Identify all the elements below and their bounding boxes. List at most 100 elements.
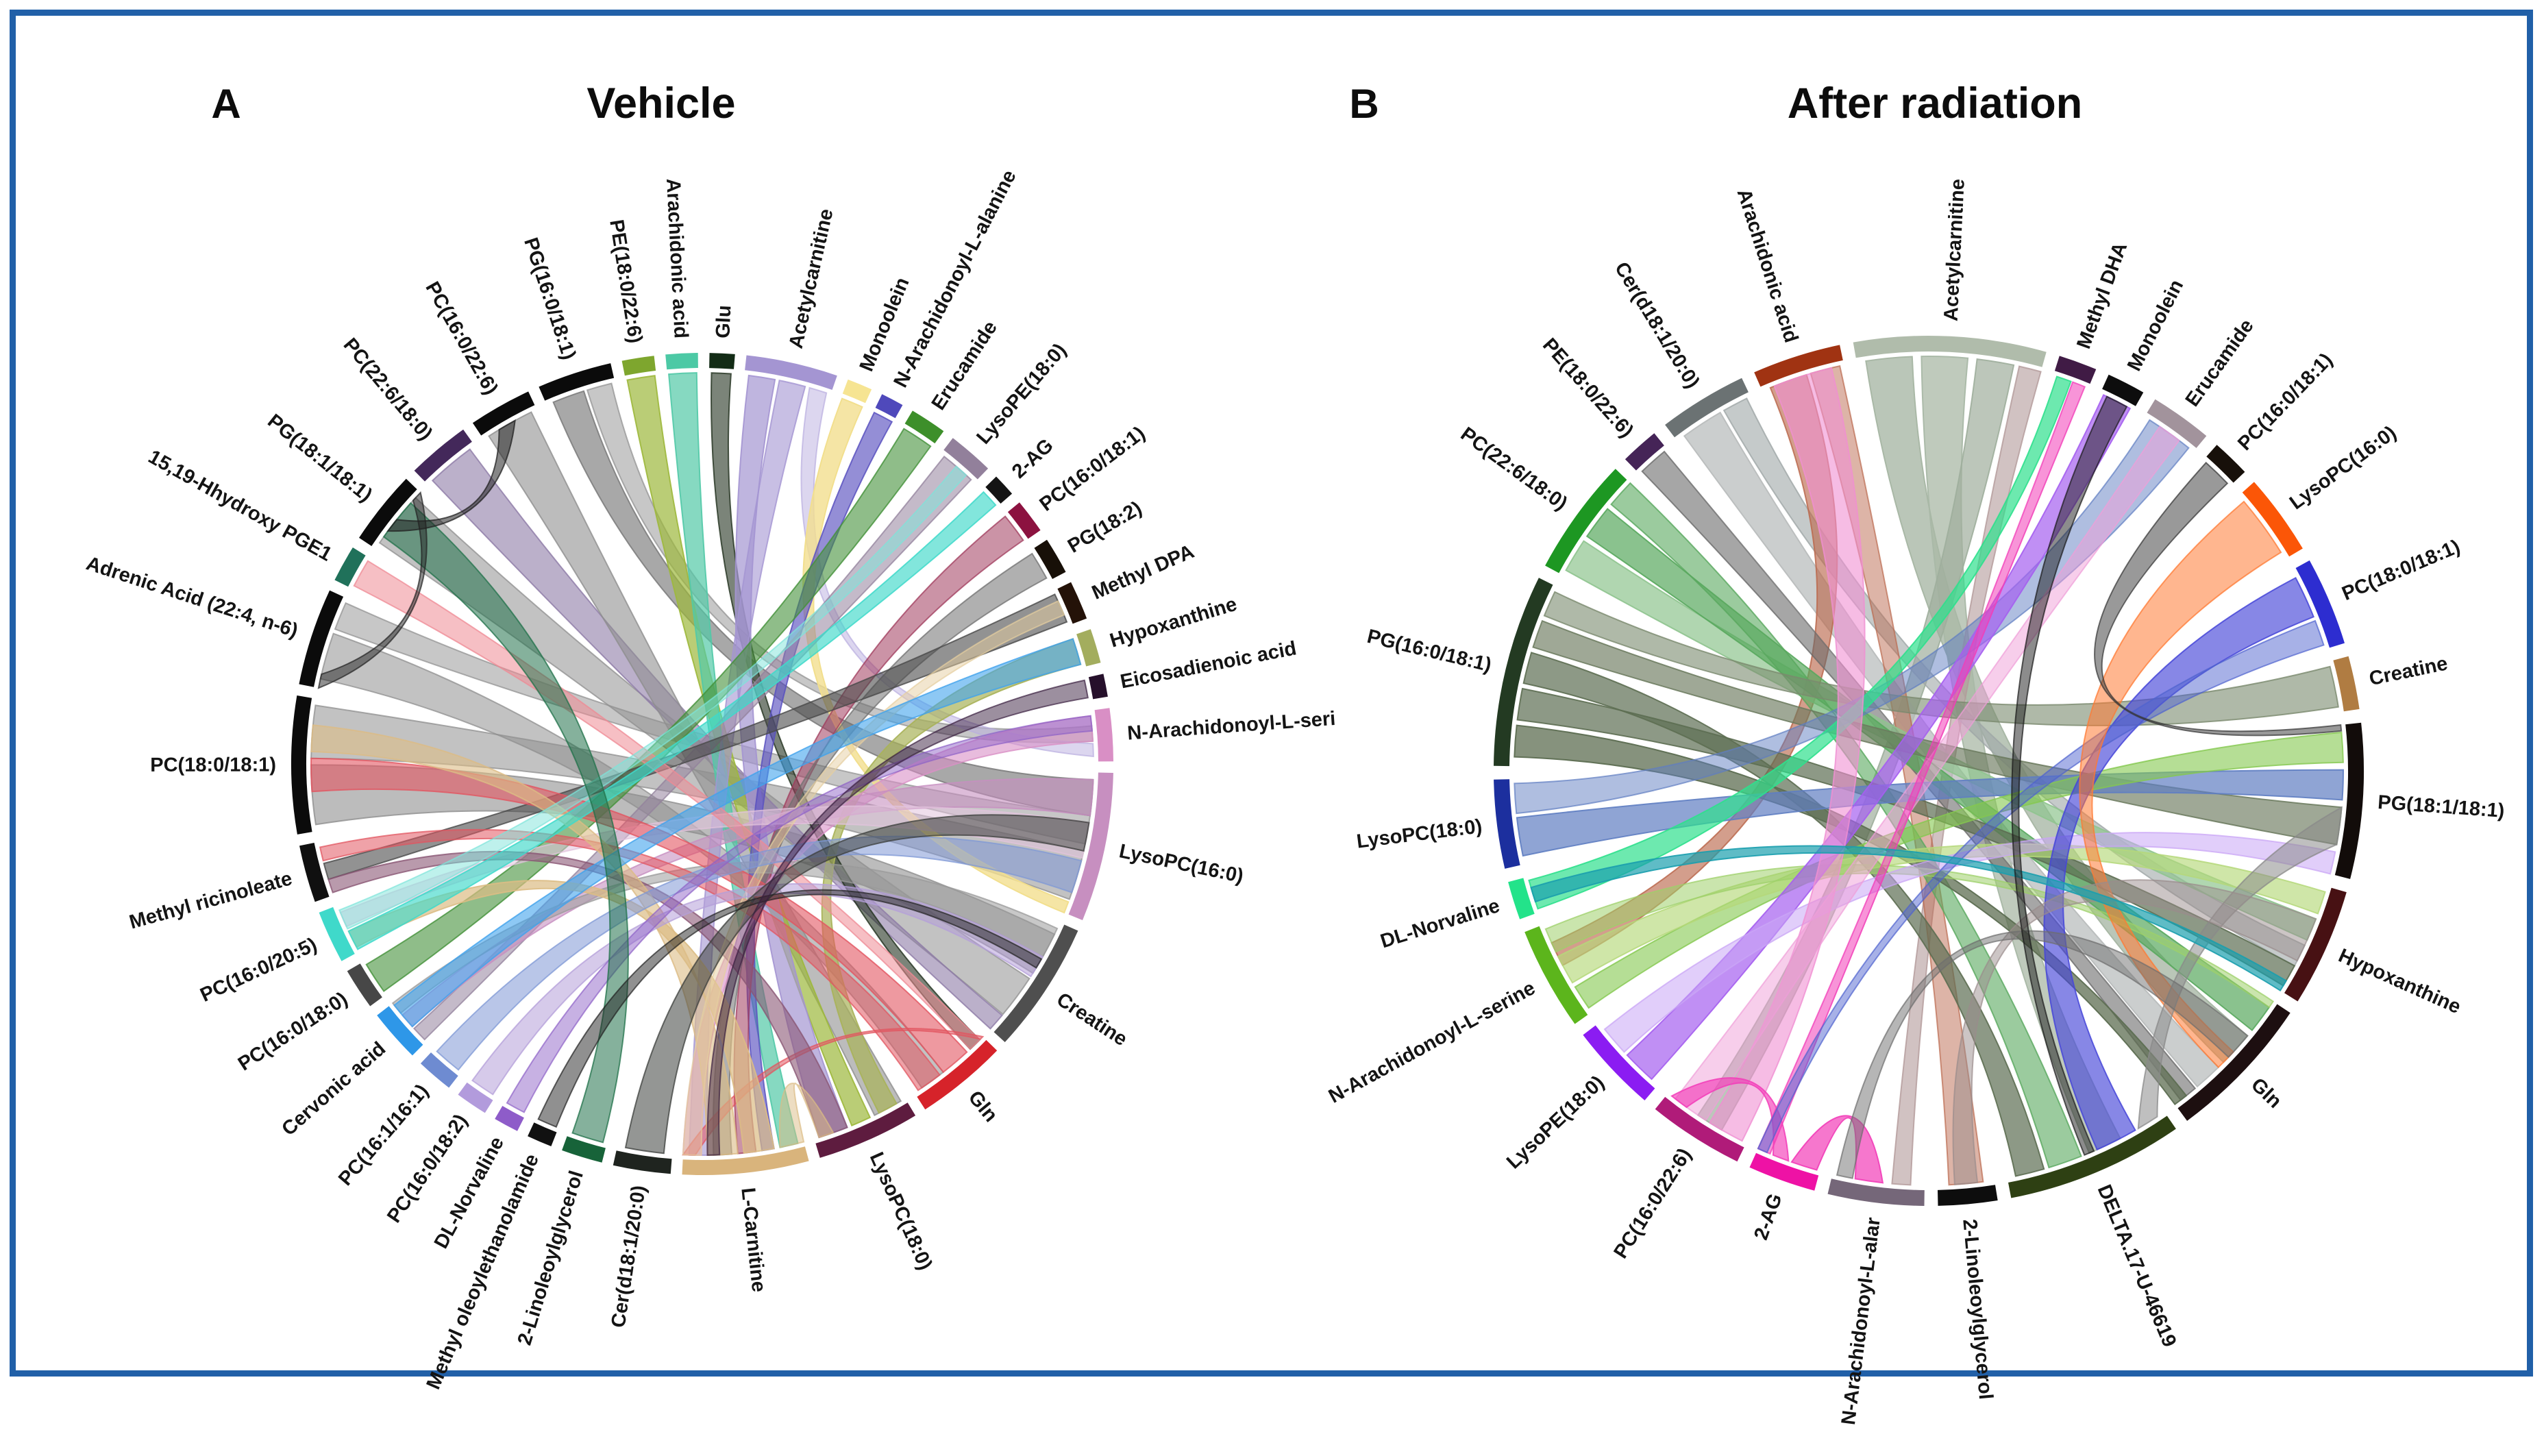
segment-label: Adrenic Acid (22:4, n-6) bbox=[84, 552, 301, 642]
segment-label: PG(16:0/18:1) bbox=[519, 235, 580, 362]
segment-label: 2-Linoleoylglycerol bbox=[1958, 1218, 1997, 1401]
chord-ribbon bbox=[1757, 381, 2086, 1155]
arc-segment bbox=[1655, 1096, 1744, 1162]
segment-label: LysoPC(18:0) bbox=[865, 1149, 937, 1273]
arc-segment bbox=[472, 391, 535, 436]
segment-label: Gln bbox=[964, 1087, 1002, 1126]
arc-segment bbox=[1524, 926, 1588, 1024]
arc-segment bbox=[1545, 469, 1627, 573]
segment-label: Creatine bbox=[1052, 989, 1131, 1050]
arc-segment bbox=[1749, 1152, 1819, 1191]
chord-ribbon bbox=[1952, 879, 2317, 1185]
arc-segment bbox=[1938, 1185, 1998, 1206]
arc-segment bbox=[904, 410, 944, 444]
arc-segment bbox=[2333, 656, 2360, 712]
arc-segment bbox=[943, 438, 989, 480]
segment-label: Methyl ricinoleate bbox=[127, 867, 295, 933]
arc-segment bbox=[2242, 482, 2303, 557]
segment-label: PG(18:1/18:1) bbox=[263, 410, 376, 506]
segment-label: Cer(d18:1/20:0) bbox=[608, 1184, 651, 1329]
chord-ribbon bbox=[537, 889, 1043, 1128]
segment-label: PC(16:0/22:6) bbox=[421, 278, 502, 399]
arc-segment bbox=[2334, 722, 2364, 879]
chord-ribbon bbox=[386, 419, 516, 532]
arc-segment bbox=[1068, 772, 1113, 920]
chord-ribbon bbox=[2094, 461, 2343, 737]
arc-segment bbox=[1583, 1025, 1655, 1100]
chord-ribbon bbox=[1530, 845, 2288, 991]
arc-segment bbox=[1853, 335, 2047, 367]
segment-label: Glu bbox=[712, 305, 735, 339]
arc-segment bbox=[993, 924, 1078, 1042]
chord-ribbon bbox=[347, 491, 997, 950]
chord-ribbon bbox=[365, 428, 932, 992]
segment-label: PE(18:0/22:6) bbox=[605, 218, 646, 345]
arc-segment bbox=[539, 363, 615, 401]
segment-label: PC(18:0/18:1) bbox=[150, 754, 276, 776]
arc-segment bbox=[1494, 779, 1520, 869]
segment-label: Monoolein bbox=[2123, 276, 2188, 375]
chord-ribbon bbox=[1757, 619, 2325, 1154]
arc-segment bbox=[2008, 1115, 2176, 1198]
segment-label: LysoPC(16:0) bbox=[1117, 840, 1246, 887]
arc-segment bbox=[745, 355, 837, 390]
segment-label: Hypoxanthine bbox=[2335, 945, 2464, 1019]
figure-page: { "figure": {"border_color": "#2160a8", … bbox=[10, 10, 2533, 1427]
segment-label: 2-AG bbox=[1750, 1191, 1787, 1243]
arc-segment bbox=[621, 356, 656, 376]
arc-segment bbox=[1034, 539, 1066, 579]
chord-ribbon bbox=[328, 850, 848, 1139]
arc-segment bbox=[299, 590, 344, 687]
arc-segment bbox=[319, 906, 355, 961]
chord-ribbon bbox=[431, 448, 1004, 1030]
segment-label: PC(16:0/20:5) bbox=[197, 934, 320, 1007]
arc-segment bbox=[1007, 502, 1041, 539]
arc-segment bbox=[377, 1006, 423, 1056]
segment-label: PC(16:0/22:6) bbox=[1609, 1144, 1696, 1262]
segment-label: DELTA.17-U-46619 bbox=[2093, 1182, 2181, 1350]
chord-ribbon bbox=[436, 835, 1083, 1071]
arc-segment bbox=[1076, 629, 1101, 667]
segment-label: LysoPE(18:0) bbox=[1503, 1072, 1609, 1174]
arc-segment bbox=[1494, 578, 1553, 767]
arc-segment bbox=[2295, 560, 2345, 648]
segment-label: PC(22:6/18:0) bbox=[1457, 423, 1571, 515]
arc-segment bbox=[2147, 399, 2207, 448]
arc-segment bbox=[682, 1146, 809, 1176]
arc-segment bbox=[1625, 433, 1664, 471]
chord-ribbon bbox=[393, 638, 1082, 1028]
segment-label: Arachidonic acid bbox=[1733, 186, 1803, 345]
chord-ribbon bbox=[1514, 419, 2190, 815]
arc-segment bbox=[2206, 445, 2245, 483]
arc-segment bbox=[347, 963, 382, 1007]
arc-segment bbox=[815, 1102, 916, 1158]
arc-segment bbox=[2102, 374, 2144, 406]
arc-segment bbox=[1508, 878, 1535, 920]
arc-segment bbox=[1057, 582, 1087, 624]
arc-segment bbox=[2177, 1004, 2290, 1121]
panel-b-title: After radiation bbox=[1787, 79, 2083, 127]
chord-ribbon bbox=[1836, 930, 2249, 1179]
chord-ribbon bbox=[382, 502, 629, 1144]
segment-label: PC(16:0/18:0) bbox=[234, 988, 351, 1075]
segment-label: N-Arachidonoyl-L-alar bbox=[1838, 1216, 1885, 1426]
segment-label: Gln bbox=[2247, 1074, 2286, 1113]
segment-label: Creatine bbox=[2367, 652, 2449, 690]
arc-segment bbox=[2054, 356, 2097, 384]
segment-label: DL-Norvaline bbox=[1378, 895, 1503, 953]
segment-label: LysoPC(18:0) bbox=[1355, 815, 1483, 853]
arc-segment bbox=[495, 1106, 524, 1131]
panel-b-letter: B bbox=[1349, 81, 1379, 127]
chord-ribbon bbox=[1528, 375, 2072, 910]
segment-label: 2-AG bbox=[1008, 434, 1058, 483]
segment-label: PG(18:2) bbox=[1064, 497, 1146, 558]
arc-segment bbox=[665, 353, 698, 370]
panel-a-title: Vehicle bbox=[586, 79, 736, 127]
segment-label: PG(18:1/18:1) bbox=[2377, 791, 2505, 822]
chord-ribbon bbox=[310, 757, 968, 1074]
chord-ribbon bbox=[624, 814, 1090, 1155]
segment-label: Methyl DHA bbox=[2073, 240, 2132, 352]
arc-segment bbox=[528, 1122, 557, 1146]
arc-segment bbox=[562, 1136, 606, 1163]
